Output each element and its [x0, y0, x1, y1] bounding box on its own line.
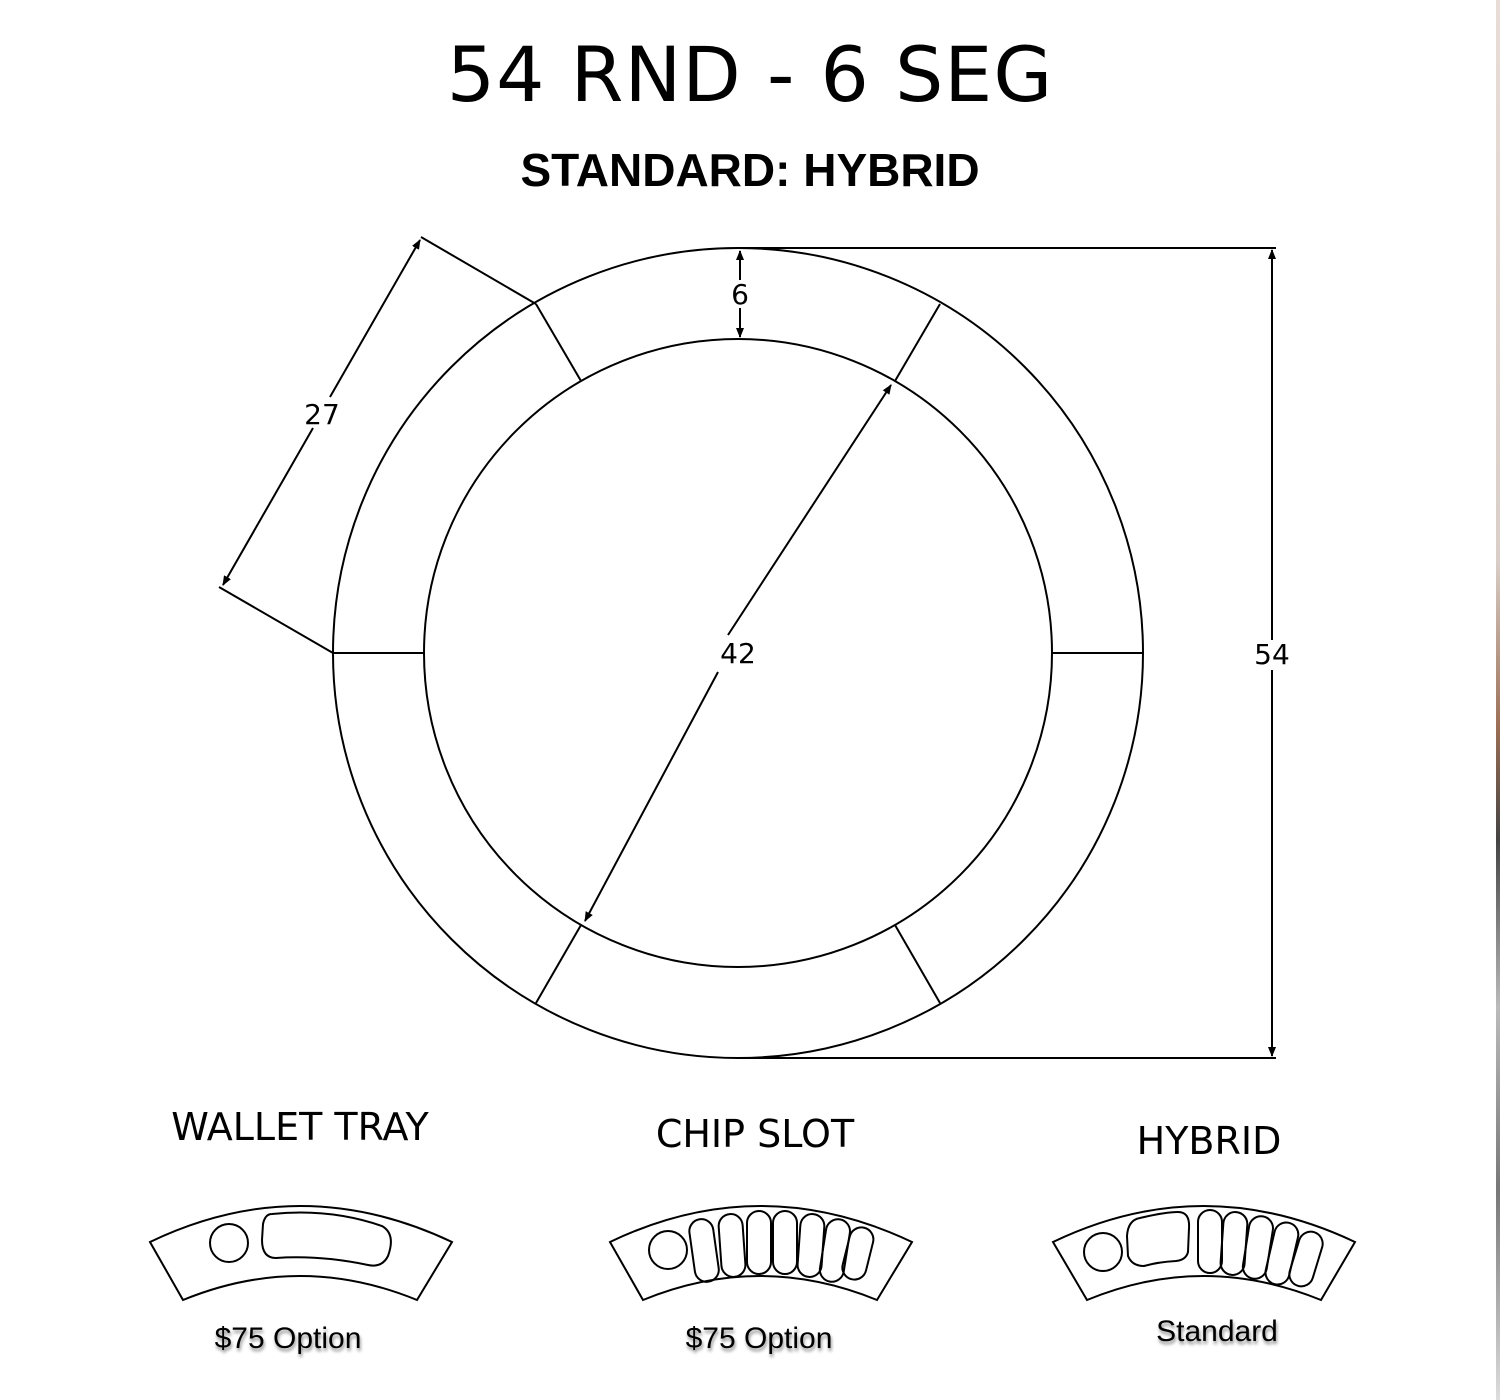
dimension-line-42 [584, 671, 719, 922]
option-price-hybrid: Standard [1156, 1315, 1278, 1348]
page-title: 54 RND - 6 SEG [446, 30, 1054, 119]
segment-divider [535, 303, 582, 382]
segment-divider [894, 303, 941, 382]
edge-strip [1496, 0, 1500, 1400]
dimension-label-27: 27 [304, 398, 340, 431]
dimension-line-42 [727, 384, 892, 636]
dimension-line-27 [329, 239, 421, 398]
dimension-line-27 [222, 427, 314, 586]
option-title-wallet-tray: WALLET TRAY [171, 1105, 429, 1149]
dimension-label-6: 6 [731, 278, 749, 311]
wallet-tray-icon [148, 1205, 454, 1302]
page-subtitle: STANDARD: HYBRID [520, 144, 980, 196]
dimension-label-54: 54 [1254, 638, 1290, 671]
option-title-chip-slot: CHIP SLOT [655, 1112, 855, 1156]
segment-divider [535, 924, 582, 1004]
extension-line [420, 236, 537, 305]
option-price-chip-slot: $75 Option [685, 1322, 833, 1355]
extension-line [218, 586, 334, 654]
dimension-label-42: 42 [720, 637, 756, 670]
segment-divider [894, 924, 941, 1004]
option-price-wallet-tray: $75 Option [214, 1322, 362, 1355]
option-title-hybrid: HYBRID [1136, 1119, 1282, 1163]
hybrid-icon [1051, 1205, 1357, 1302]
chip-slot-icon [608, 1205, 914, 1302]
